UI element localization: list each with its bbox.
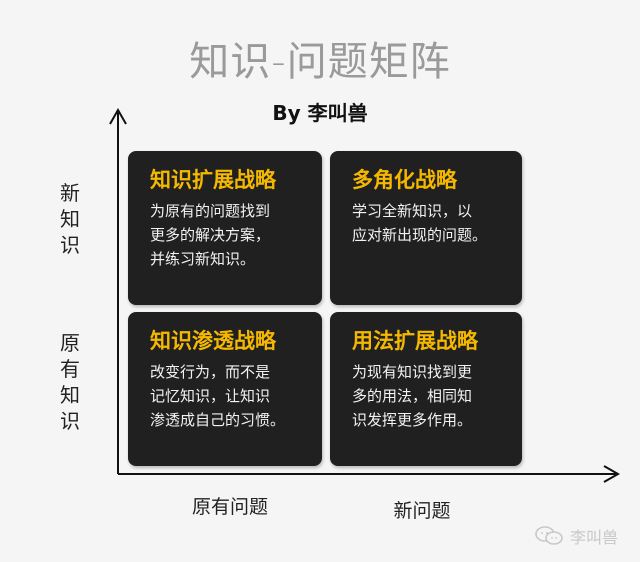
quadrant-body: 改变行为，而不是 记忆知识，让知识 渗透成自己的习惯。 (150, 363, 286, 429)
wechat-icon (535, 526, 563, 545)
x-axis-arrow (603, 465, 621, 483)
quadrant-knowledge-penetration: 知识渗透战略 改变行为，而不是 记忆知识，让知识 渗透成自己的习惯。 (128, 312, 322, 466)
y-axis-label-bottom: 原有知识 (60, 331, 80, 433)
y-axis-label-top: 新知识 (60, 181, 80, 257)
x-axis-label-right: 新问题 (393, 500, 451, 522)
quadrant-usage-expansion: 用法扩展战略 为现有知识找到更 多的用法，相同知 识发挥更多作用。 (330, 312, 522, 466)
quadrant-heading: 多角化战略 (352, 168, 457, 192)
quadrant-body: 为原有的问题找到 更多的解决方案， 并练习新知识。 (150, 202, 271, 268)
quadrant-body: 为现有知识找到更 多的用法，相同知 识发挥更多作用。 (352, 363, 473, 429)
y-axis-arrow (109, 107, 127, 125)
quadrant-heading: 用法扩展战略 (352, 329, 478, 353)
diagram-subtitle: By 李叫兽 (272, 101, 368, 125)
quadrant-knowledge-expansion: 知识扩展战略 为原有的问题找到 更多的解决方案， 并练习新知识。 (128, 151, 322, 305)
watermark-text: 李叫兽 (569, 528, 618, 547)
watermark: 李叫兽 (534, 524, 618, 548)
quadrant-heading: 知识扩展战略 (150, 168, 276, 192)
quadrant-diversification: 多角化战略 学习全新知识，以 应对新出现的问题。 (330, 151, 522, 305)
quadrant-body: 学习全新知识，以 应对新出现的问题。 (352, 202, 488, 244)
diagram-title: 知识-问题矩阵 (189, 39, 451, 85)
x-axis-label-left: 原有问题 (191, 496, 268, 518)
quadrant-heading: 知识渗透战略 (150, 329, 276, 353)
